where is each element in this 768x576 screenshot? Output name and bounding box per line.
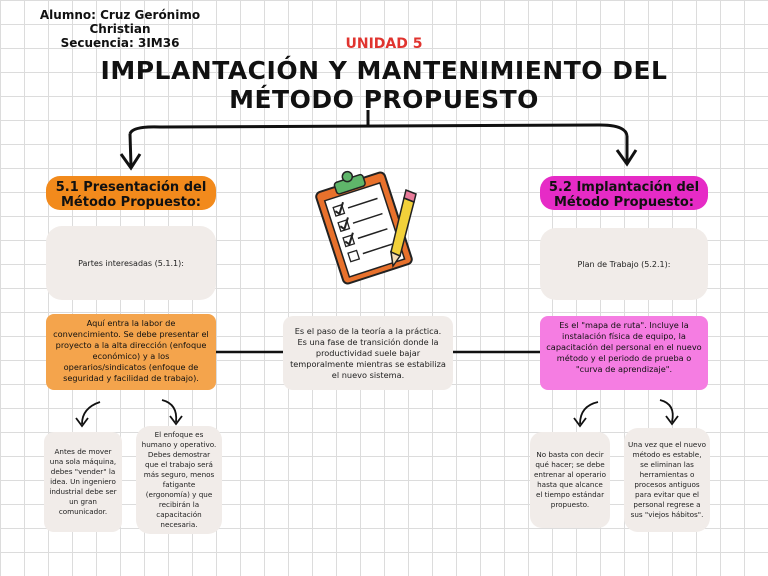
section-5-1-heading: 5.1 Presentación del Método Propuesto: bbox=[46, 176, 216, 210]
left-arrow-head bbox=[119, 153, 142, 171]
work-plan-description: Es el "mapa de ruta". Incluye la instala… bbox=[540, 316, 708, 390]
unit-label: UNIDAD 5 bbox=[345, 36, 423, 52]
section-5-1-heading-line-1: 5.1 Presentación del bbox=[55, 180, 207, 195]
section-5-1-heading-line-2: Método Propuesto: bbox=[61, 195, 201, 210]
note-communicator: Antes de mover una sola máquina, debes "… bbox=[44, 432, 122, 532]
section-5-2-heading-line-2: Método Propuesto: bbox=[554, 195, 694, 210]
note-old-habits: Una vez que el nuevo método es estable, … bbox=[624, 428, 710, 532]
stakeholders-label: Partes interesadas (5.1.1): bbox=[78, 258, 184, 268]
title-line-2: MÉTODO PROPUESTO bbox=[229, 85, 539, 114]
student-sequence: Secuencia: 3IM36 bbox=[60, 36, 180, 50]
note-human-focus: El enfoque es humano y operativo. Debes … bbox=[136, 426, 222, 534]
work-plan-label: Plan de Trabajo (5.2.1): bbox=[577, 259, 671, 269]
student-name: Alumno: Cruz Gerónimo Christian bbox=[39, 8, 201, 36]
pencil-icon bbox=[390, 188, 417, 268]
work-plan-box: Plan de Trabajo (5.2.1): bbox=[540, 228, 708, 300]
title-line-1: IMPLANTACIÓN Y MANTENIMIENTO DEL bbox=[100, 56, 668, 85]
section-5-2-heading: 5.2 Implantación del Método Propuesto: bbox=[540, 176, 708, 210]
stakeholders-box: Partes interesadas (5.1.1): bbox=[46, 226, 216, 300]
curved-arrow-icon-right-b bbox=[659, 399, 679, 426]
transition-description: Es el paso de la teoría a la práctica. E… bbox=[283, 316, 453, 390]
curved-arrow-icon-left-b bbox=[161, 399, 183, 426]
curved-arrow-icon-right-a bbox=[573, 401, 599, 428]
section-5-2-heading-line-1: 5.2 Implantación del bbox=[548, 180, 700, 195]
curved-arrow-icon-left-a bbox=[75, 401, 101, 428]
right-arrow-head bbox=[615, 149, 638, 167]
student-info: Alumno: Cruz Gerónimo Christian Secuenci… bbox=[10, 8, 230, 50]
stakeholders-description: Aquí entra la labor de convencimiento. S… bbox=[46, 314, 216, 390]
page-title: IMPLANTACIÓN Y MANTENIMIENTO DEL MÉTODO … bbox=[60, 56, 708, 114]
note-training: No basta con decir qué hacer; se debe en… bbox=[530, 432, 610, 528]
transition-description-text: Es el paso de la teoría a la práctica. E… bbox=[290, 325, 446, 380]
